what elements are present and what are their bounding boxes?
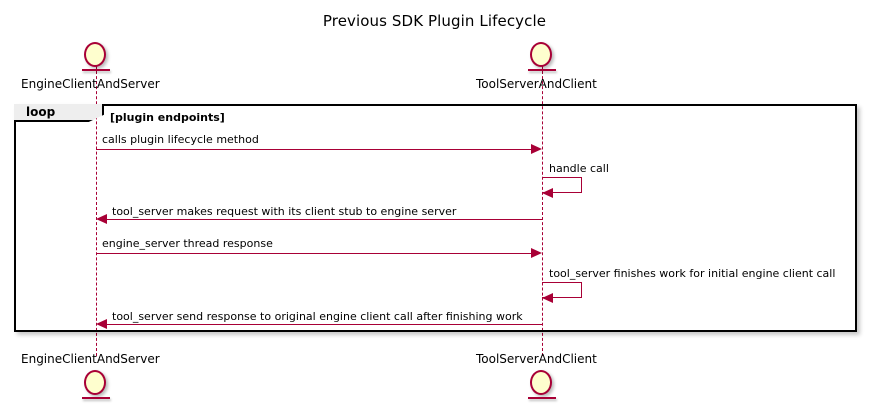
message-label-0: calls plugin lifecycle method	[102, 133, 259, 146]
self-message-box-4	[542, 282, 582, 298]
message-label-2: tool_server makes request with its clien…	[112, 205, 457, 218]
message-label-1: handle call	[549, 162, 609, 175]
message-line-2	[107, 219, 542, 220]
participant-label-tool-top: ToolServerAndClient	[476, 77, 597, 91]
participant-icon-tool[interactable]	[528, 42, 558, 76]
message-line-0	[96, 149, 531, 150]
participant-label-engine-top: EngineClientAndServer	[21, 77, 160, 91]
arrow-head-4	[542, 293, 553, 303]
arrow-head-1	[542, 188, 553, 198]
arrow-head-2	[96, 214, 107, 224]
participant-label-engine-bottom: EngineClientAndServer	[21, 352, 160, 366]
loop-frame-label: loop	[14, 104, 104, 122]
message-line-5	[107, 324, 542, 325]
loop-frame	[14, 104, 857, 332]
page-title: Previous SDK Plugin Lifecycle	[322, 12, 547, 30]
entity-base-icon	[528, 397, 556, 399]
self-message-box-1	[542, 177, 582, 193]
entity-base-icon	[528, 69, 556, 71]
participant-icon-tool-bottom[interactable]	[528, 370, 558, 404]
message-line-3	[96, 253, 531, 254]
entity-circle-icon	[84, 370, 106, 395]
entity-base-icon	[82, 69, 110, 71]
entity-base-icon	[82, 397, 110, 399]
entity-circle-icon	[84, 42, 106, 67]
lifeline-engine	[96, 66, 97, 356]
loop-frame-condition: [plugin endpoints]	[110, 111, 225, 124]
arrow-head-0	[531, 144, 542, 154]
participant-icon-engine[interactable]	[82, 42, 112, 76]
participant-label-tool-bottom: ToolServerAndClient	[476, 352, 597, 366]
message-label-3: engine_server thread response	[102, 237, 273, 250]
participant-icon-engine-bottom[interactable]	[82, 370, 112, 404]
lifeline-tool	[542, 66, 543, 356]
message-label-5: tool_server send response to original en…	[112, 310, 523, 323]
entity-circle-icon	[530, 370, 552, 395]
arrow-head-3	[531, 248, 542, 258]
message-label-4: tool_server finishes work for initial en…	[549, 267, 836, 280]
entity-circle-icon	[530, 42, 552, 67]
arrow-head-5	[96, 319, 107, 329]
